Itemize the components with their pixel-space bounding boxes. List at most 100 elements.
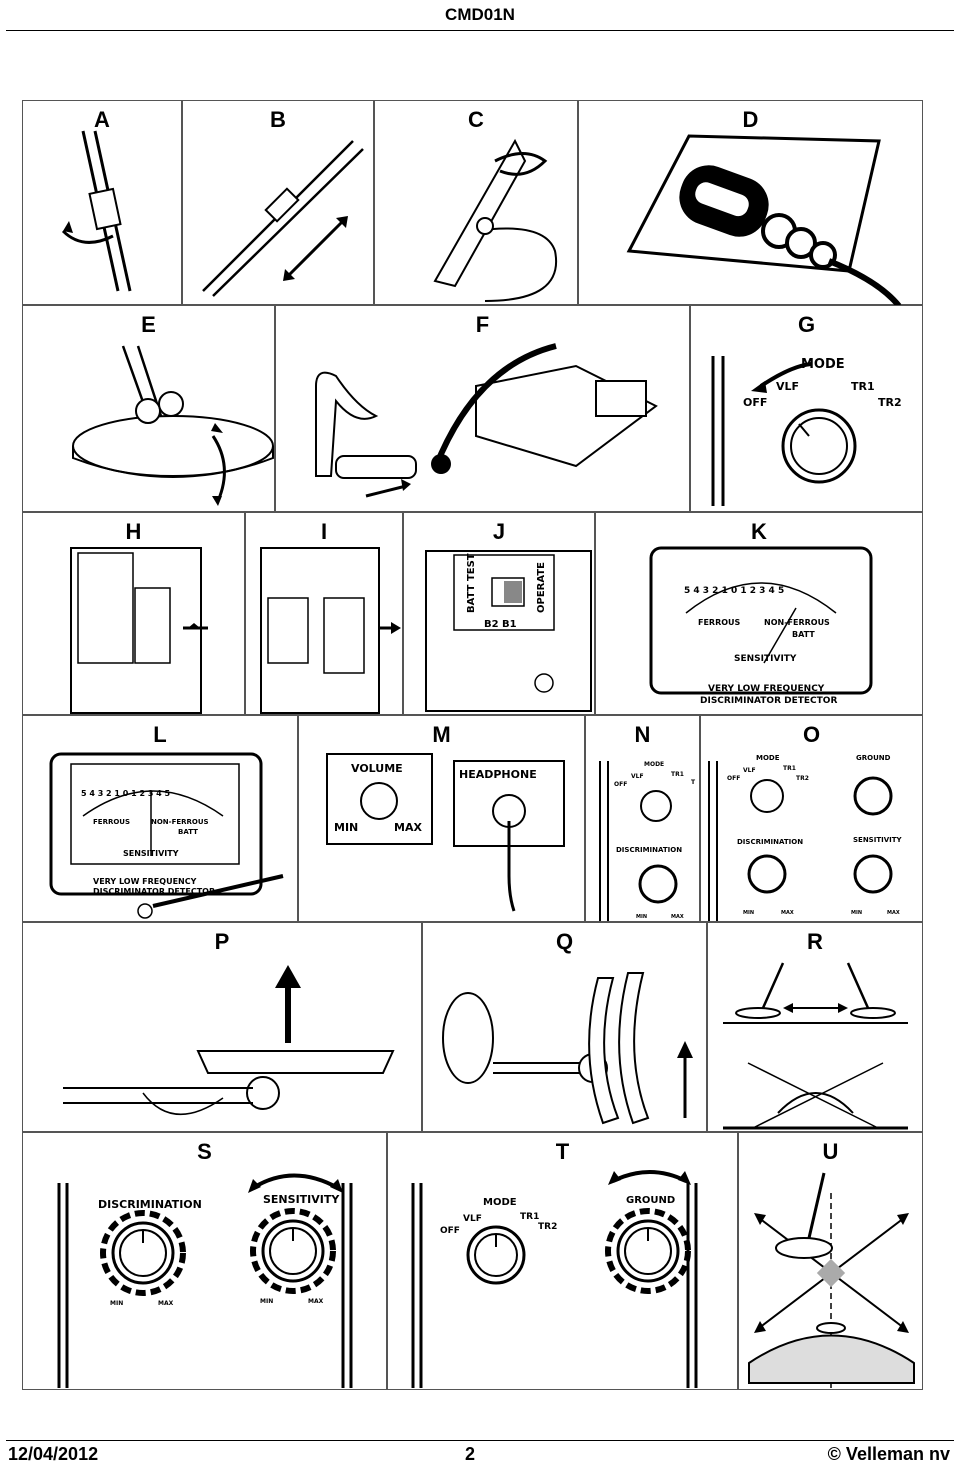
- panel-c: C: [374, 100, 578, 305]
- sweep-height-illustration: [723, 962, 908, 1130]
- tr1-label: TR1: [851, 380, 875, 393]
- panel-label-k: K: [751, 519, 767, 544]
- shaft-extend-illustration: [202, 140, 364, 297]
- mode-discrimination-illustration: MODE VLF TR1 T OFF DISCRIMINATION MIN MA…: [599, 761, 696, 921]
- panel-label-i: I: [320, 519, 328, 544]
- mode-label: MODE: [644, 761, 664, 768]
- panel-b: B: [182, 100, 374, 305]
- ferrous-label: FERROUS: [698, 618, 741, 627]
- panel-m: M VOLUME MIN MAX HEADPHONE: [298, 715, 585, 922]
- non-ferrous-label: NON-FERROUS: [151, 818, 209, 826]
- panel-label-n: N: [634, 722, 651, 747]
- tr1-label: TR1: [783, 765, 796, 772]
- panel-o: O MODE VLF TR1 TR2 OFF GROUND DISCRIMINA…: [700, 715, 923, 922]
- cable-connector-illustration: [626, 134, 902, 306]
- volume-label: VOLUME: [351, 762, 403, 775]
- mode-knob-illustration: MODE VLF TR1 TR2 OFF: [711, 356, 902, 506]
- ferrous-label: FERROUS: [93, 818, 130, 826]
- panel-t: T MODE VLF TR1 TR2 OFF GROUND: [387, 1132, 738, 1390]
- panel-label-o: O: [802, 722, 821, 747]
- panel-label-l: L: [153, 722, 167, 747]
- panel-label-f: F: [475, 312, 490, 337]
- tr1-label: TR1: [671, 771, 684, 778]
- panel-n: N MODE VLF TR1 T OFF DISCRIMINATION MIN …: [585, 715, 700, 922]
- battery-door-closed-illustration: [70, 547, 208, 714]
- panel-label-h: H: [125, 519, 142, 544]
- panel-label-c: C: [468, 107, 484, 132]
- panel-label-g: G: [797, 312, 816, 337]
- vlf-label: VLF: [743, 767, 756, 774]
- panel-r: R: [707, 922, 923, 1132]
- sensitivity-label: SENSITIVITY: [853, 836, 903, 844]
- shaft-twist-illustration: [61, 130, 132, 292]
- discrimination-label: DISCRIMINATION: [98, 1198, 202, 1211]
- tr1-label: TR1: [520, 1212, 539, 1222]
- volume-min-label: MIN: [334, 821, 358, 834]
- panel-l: L 5 4 3 2 1 0 1 2 3 4 5 FERROUS NON-FERR…: [22, 715, 298, 922]
- page-number: 2: [465, 1444, 476, 1464]
- tr2-label: T: [691, 779, 696, 786]
- battery-door-open-illustration: [260, 547, 401, 714]
- panel-g: G MODE VLF TR1 TR2 OFF: [690, 305, 923, 512]
- discrimination-knob-icon: [747, 854, 787, 894]
- volume-headphone-illustration: VOLUME MIN MAX HEADPHONE: [326, 753, 565, 912]
- batt-test-label: BATT TEST: [466, 553, 477, 613]
- sweep-illustration: [442, 972, 693, 1125]
- mode-label: MODE: [756, 754, 780, 762]
- ground-label: GROUND: [626, 1195, 675, 1206]
- panel-label-b: B: [270, 107, 286, 132]
- sensitivity-knob-icon: [853, 854, 893, 894]
- panel-u: U: [738, 1132, 923, 1390]
- panel-label-t: T: [555, 1139, 570, 1164]
- vlf-label: VLF: [776, 380, 799, 393]
- vlf-label: VLF: [463, 1214, 482, 1224]
- panel-j: J BATT TEST OPERATE B2 B1: [403, 512, 595, 715]
- non-ferrous-label: NON-FERROUS: [764, 618, 830, 627]
- min-label: MIN: [636, 914, 647, 920]
- panel-i: I: [245, 512, 403, 715]
- document-title: CMD01N: [445, 5, 515, 24]
- meter-illustration: 5 4 3 2 1 0 1 2 3 4 5 FERROUS NON-FERROU…: [649, 546, 873, 706]
- mode-label: MODE: [483, 1197, 517, 1208]
- control-panel-illustration: MODE VLF TR1 TR2 OFF GROUND DISCRIMINATI…: [708, 754, 903, 921]
- discrimination-label: DISCRIMINATION: [737, 838, 803, 846]
- panel-e: E: [22, 305, 275, 512]
- vlf-label: VLF: [631, 773, 644, 780]
- panel-d: D: [578, 100, 923, 306]
- off-label: OFF: [440, 1226, 460, 1236]
- ground-label: GROUND: [856, 754, 891, 762]
- page-footer: 12/04/2012 2 © Velleman nv: [0, 1436, 960, 1468]
- sensitivity-max-label: MAX: [308, 1298, 324, 1305]
- discrimination-min-label: MIN: [110, 1300, 123, 1307]
- volume-knob-icon: [360, 782, 398, 820]
- mode-label: MODE: [801, 357, 845, 372]
- headphone-label: HEADPHONE: [459, 768, 537, 781]
- vlf-line2: DISCRIMINATOR DETECTOR: [700, 696, 837, 706]
- tr2-label: TR2: [878, 396, 902, 409]
- panel-s: S DISCRIMINATION MIN MAX SENSITIVITY MIN…: [22, 1132, 387, 1390]
- sensitivity-min-label: MIN: [260, 1298, 273, 1305]
- footer-rule: [6, 1440, 954, 1441]
- coil-angle-illustration: [72, 345, 274, 506]
- panel-a: A: [22, 100, 182, 305]
- off-label: OFF: [727, 775, 740, 782]
- batt-label: BATT: [178, 828, 198, 836]
- operate-label: OPERATE: [536, 562, 547, 613]
- sens-max-label: MAX: [887, 910, 900, 916]
- meter-calibration-illustration: 5 4 3 2 1 0 1 2 3 4 5 FERROUS NON-FERROU…: [49, 752, 284, 919]
- discrimination-knob-icon: [638, 864, 678, 904]
- panel-label-s: S: [197, 1139, 212, 1164]
- mode-knob-icon: [640, 790, 672, 822]
- vlf-line1: VERY LOW FREQUENCY: [93, 877, 197, 886]
- footer-date: 12/04/2012: [8, 1444, 99, 1464]
- panel-label-d: D: [742, 107, 759, 132]
- coil-mount-illustration: [433, 138, 558, 302]
- mode-knob-icon: [750, 779, 784, 813]
- pinpoint-illustration: [748, 1172, 915, 1388]
- vlf-line2: DISCRIMINATOR DETECTOR: [93, 887, 215, 896]
- tr2-label: TR2: [538, 1222, 557, 1232]
- battery-test-switch-illustration: BATT TEST OPERATE B2 B1: [425, 550, 592, 712]
- page-header: CMD01N: [0, 0, 960, 34]
- panel-f: F: [275, 305, 690, 512]
- panel-k: K 5 4 3 2 1 0 1 2 3 4 5 FERROUS NON-FERR…: [595, 512, 923, 715]
